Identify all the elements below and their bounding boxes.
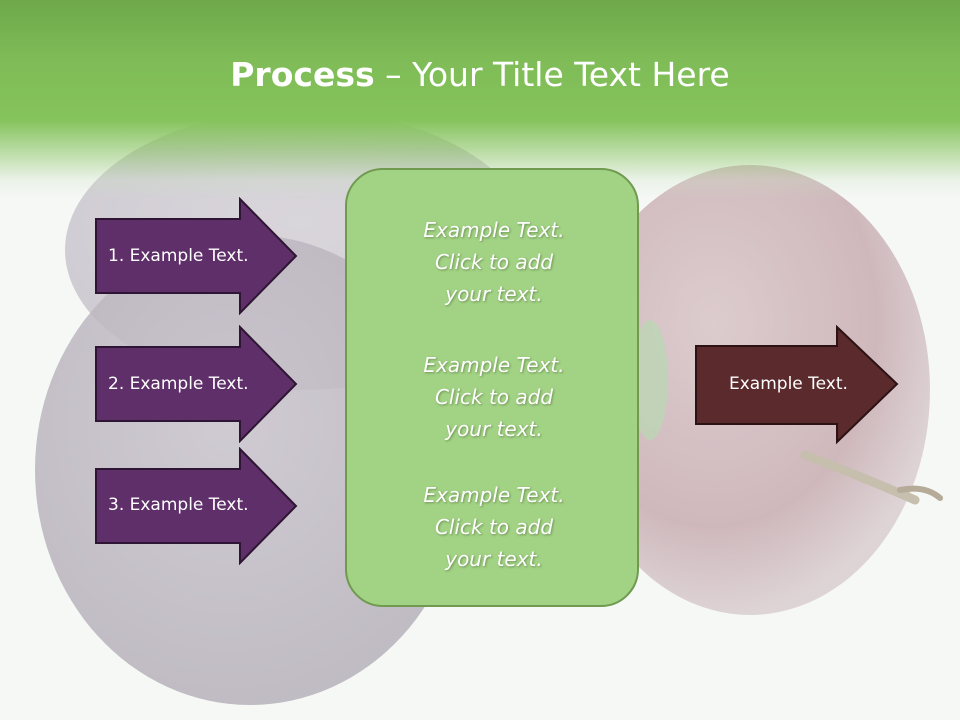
block-2-line-3: your text. [347,413,641,445]
step-arrow-3-label: 3. Example Text. [108,495,249,515]
step-arrow-1-label: 1. Example Text. [108,246,249,266]
block-3-line-2: Click to add [347,511,641,543]
block-2-line-1: Example Text. [347,349,641,381]
center-text-box[interactable]: Example Text. Click to add your text. Ex… [345,168,639,607]
block-1-line-2: Click to add [347,246,641,278]
result-arrow-label: Example Text. [729,374,848,394]
block-2-line-2: Click to add [347,381,641,413]
center-text-block-1: Example Text. Click to add your text. [347,214,641,310]
slide-title: Process – Your Title Text Here [0,52,960,98]
title-rest-part: – Your Title Text Here [375,55,730,94]
block-3-line-1: Example Text. [347,479,641,511]
center-text-block-2: Example Text. Click to add your text. [347,349,641,445]
center-text-block-3: Example Text. Click to add your text. [347,479,641,575]
step-arrow-2-label: 2. Example Text. [108,374,249,394]
block-1-line-3: your text. [347,278,641,310]
block-3-line-3: your text. [347,543,641,575]
title-bold-part: Process [230,55,374,94]
block-1-line-1: Example Text. [347,214,641,246]
